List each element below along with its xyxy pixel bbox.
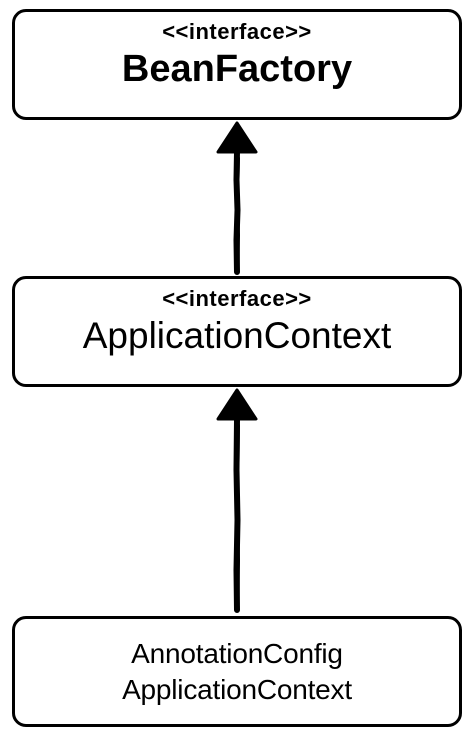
beanfactory-interface-box: <<interface>> BeanFactory	[12, 9, 462, 120]
applicationcontext-name: ApplicationContext	[82, 315, 392, 356]
arrow-shaft	[233, 149, 241, 275]
beanfactory-stereotype: <<interface>>	[162, 19, 312, 44]
annotationconfig-name-line1: AnnotationConfig	[131, 637, 343, 669]
arrow-head	[216, 388, 258, 421]
arrow-head	[216, 121, 258, 154]
applicationcontext-stereotype: <<interface>>	[162, 286, 312, 311]
arrow-appcontext-to-beanfactory	[216, 121, 258, 275]
arrow-shaft-sketch	[236, 424, 241, 611]
applicationcontext-interface-box: <<interface>> ApplicationContext	[12, 276, 462, 387]
arrow-shaft	[233, 417, 241, 613]
annotationconfig-name-line2: ApplicationContext	[122, 673, 352, 705]
arrow-annotation-to-appcontext	[216, 388, 258, 613]
beanfactory-name: BeanFactory	[121, 48, 353, 90]
annotationconfig-applicationcontext-box: AnnotationConfig ApplicationContext	[12, 616, 462, 727]
arrow-shaft-sketch	[236, 157, 241, 273]
